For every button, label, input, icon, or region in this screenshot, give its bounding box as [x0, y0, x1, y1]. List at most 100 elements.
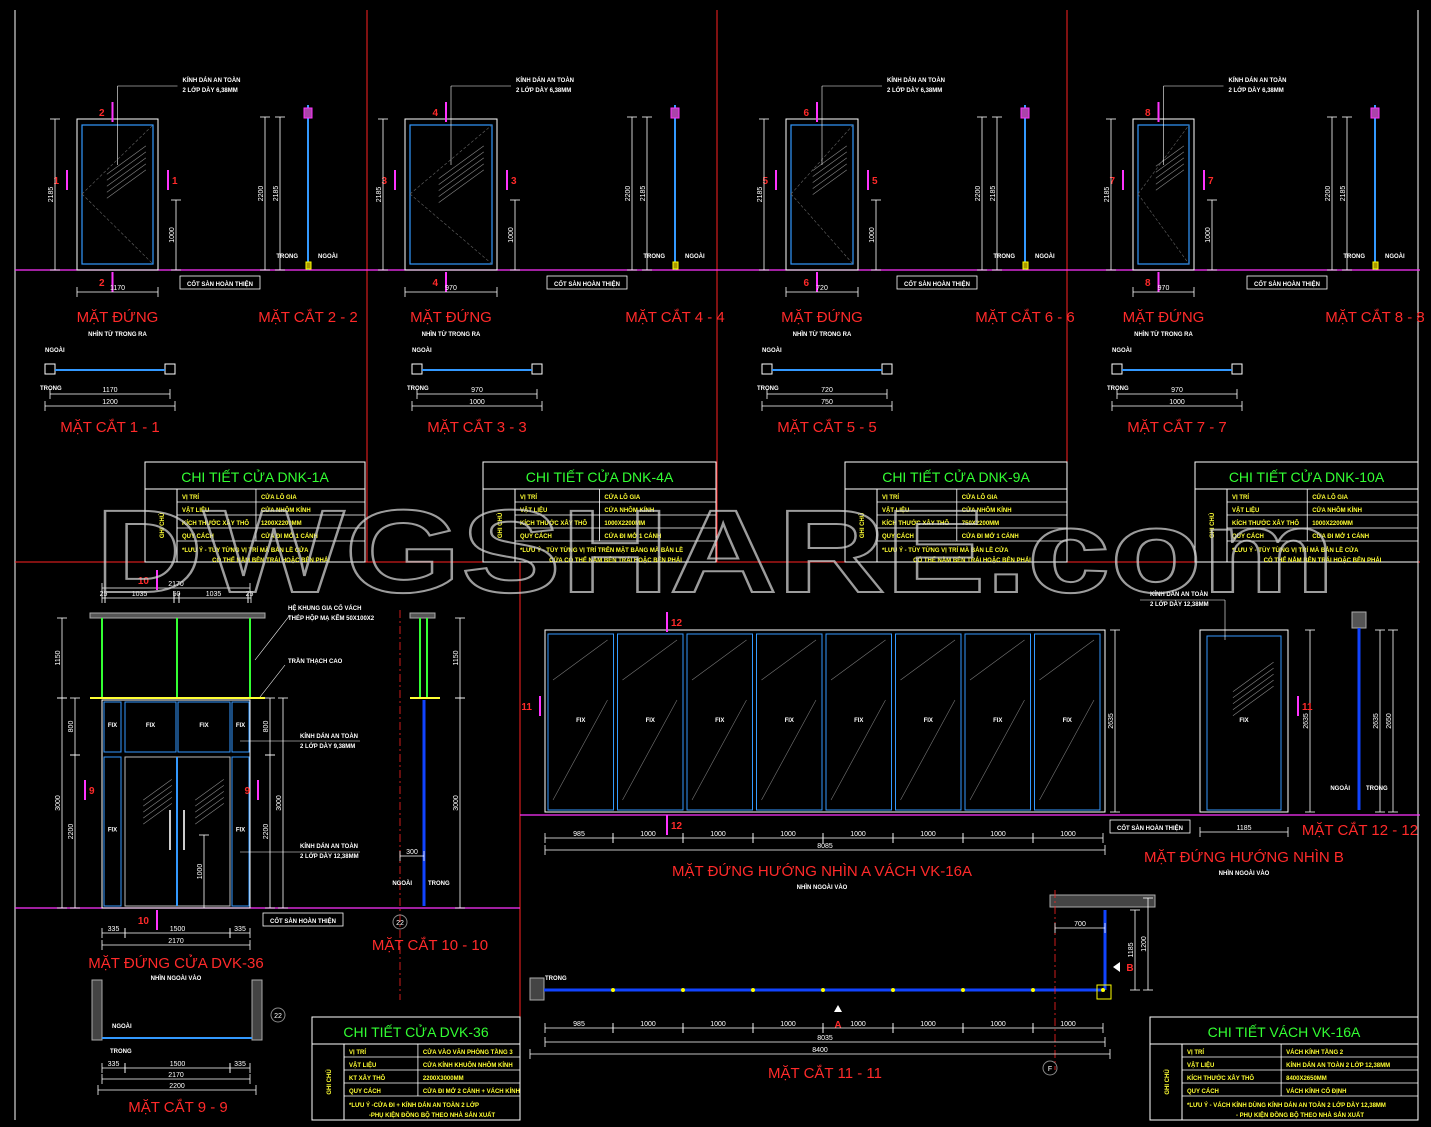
outside-label: NGOÀI: [685, 253, 705, 260]
door-spec-table-title: CHI TIẾT CỬA DNK-10A: [1229, 468, 1385, 485]
hatch-line: [106, 157, 147, 187]
inside-label: TRONG: [1107, 386, 1129, 392]
fix-label: FIX: [785, 718, 794, 724]
hatch-line: [106, 151, 147, 181]
dim-rough: 2200: [625, 186, 632, 202]
grid-bubble: [392, 914, 408, 930]
floor-level-label: CỐT SÀN HOÀN THIỆN: [1254, 280, 1320, 288]
fix-label: FIX: [236, 828, 245, 834]
dim-height: 2185: [757, 187, 764, 203]
section-marker: 1: [172, 176, 178, 187]
dim-plan: 970: [1171, 387, 1183, 394]
floor-level-tag: [1109, 819, 1191, 834]
dim-plan: 335: [234, 1061, 246, 1068]
section-sill: [672, 261, 679, 270]
hatch-line: [1155, 157, 1185, 179]
hatch-line: [106, 145, 147, 175]
hatch-line: [761, 639, 817, 681]
table-row-value: CỬA VÀO VĂN PHÒNG TẦNG 3: [423, 1048, 513, 1056]
table-row-key: KÍCH THƯỚC XÂY THÔ: [182, 519, 249, 527]
table-row-value: CỬA LÔ GIA: [1312, 493, 1348, 501]
dim-rough: 2200: [1325, 186, 1332, 202]
swing-line: [409, 124, 493, 195]
inside-label: TRONG: [110, 1049, 132, 1055]
hatch-line: [812, 151, 847, 177]
dim-return: 700: [1074, 921, 1086, 928]
dim-transom: 800: [263, 721, 270, 733]
glass-note: 2 LỚP DÀY 9,38MM: [300, 742, 355, 750]
view-arrow-a: [834, 1005, 842, 1012]
dim-total: 2185: [273, 186, 280, 202]
slab: [409, 612, 436, 619]
section-marker: 7: [1208, 176, 1214, 187]
table-row-value: CỬA LÔ GIA: [962, 493, 998, 501]
hatch-line: [1155, 145, 1185, 167]
fix-glass: [1034, 633, 1101, 811]
section-title: MẶT CẮT 12 - 12: [1302, 821, 1418, 839]
partition-frame: [544, 629, 1106, 813]
section-marker: 10: [138, 576, 150, 587]
fix-glass: [103, 701, 122, 753]
table-note: - PHỤ KIỆN ĐỒNG BỘ THEO NHÀ SẢN XUẤT: [1236, 1111, 1364, 1119]
frame-note: HỆ KHUNG GIA CỐ VÁCH: [288, 604, 361, 612]
dim-plan-rough: 8400: [812, 1047, 828, 1054]
dim-plan: 1170: [102, 387, 117, 394]
floor-level-label: CỐT SÀN HOÀN THIỆN: [187, 280, 253, 288]
dim-height: 2635: [1108, 713, 1115, 729]
table-row-key: VỊ TRÍ: [1232, 493, 1249, 501]
fix-label: FIX: [108, 828, 117, 834]
hatch-line: [195, 797, 224, 819]
section-marker: 8: [1145, 108, 1151, 119]
hatch-line: [812, 157, 847, 183]
fix-glass: [617, 633, 684, 811]
section-marker: 4: [432, 278, 438, 289]
slab: [1351, 611, 1367, 629]
glass-hatch: [1155, 145, 1185, 191]
table-row-key: VỊ TRÍ: [520, 493, 537, 501]
hatch-line: [969, 699, 1025, 801]
hatch-line: [622, 639, 678, 681]
fix-label: FIX: [646, 718, 655, 724]
elevation-title: MẶT ĐỨNG: [1123, 309, 1205, 326]
plan-title: MẶT CẮT 3 - 3: [427, 418, 526, 436]
door-spec-table-notes-label: GHI CHÚ: [497, 513, 504, 538]
door-spec-table-border: [482, 461, 717, 563]
partition-spec-table-notes-label: GHI CHÚ: [1164, 1069, 1171, 1094]
hatch-line: [143, 785, 172, 807]
table-row-key: KÍCH THƯỚC XÂY THÔ: [882, 519, 949, 527]
floor-level-label: CỐT SÀN HOÀN THIỆN: [270, 917, 336, 925]
table-row-value: CỬA NHÔM KÍNH: [1312, 506, 1362, 514]
hatch-line: [1039, 639, 1095, 681]
dim-total: 2185: [1340, 186, 1347, 202]
section-title: MẶT CẮT 10 - 10: [372, 936, 488, 954]
dim-offset: 300: [406, 849, 418, 856]
view-note: NHÌN NGOÀI VÀO: [1219, 869, 1270, 877]
dim-handle: 1000: [169, 227, 176, 243]
section-marker: 9: [244, 786, 250, 797]
table-row-key: VẬT LIỆU: [882, 506, 909, 514]
grid-label: 22: [396, 920, 404, 927]
dim-plan: 1000: [990, 1021, 1006, 1028]
view-note: NHÌN TỪ TRONG RA: [88, 330, 147, 338]
hatch-line: [438, 157, 484, 191]
table-row-value: 8400X2650MM: [1286, 1076, 1327, 1082]
hatch-line: [691, 639, 747, 681]
plan-title: MẶT CẮT 9 - 9: [128, 1098, 227, 1116]
view-note: NHÌN TỪ TRONG RA: [1134, 330, 1193, 338]
fix-label: FIX: [924, 718, 933, 724]
floor-level-tag: [262, 912, 344, 927]
elevation-title: MẶT ĐỨNG HƯỚNG NHÌN A VÁCH VK-16A: [672, 863, 972, 880]
hatch-line: [830, 639, 886, 681]
glass-note: 2 LỚP DÀY 6,38MM: [1229, 86, 1284, 94]
section-title: MẶT CẮT 2 - 2: [258, 308, 357, 326]
grid-label: F: [1048, 1066, 1052, 1073]
glass-note: KÍNH DÁN AN TOÀN: [516, 76, 574, 84]
fix-label: FIX: [1063, 718, 1072, 724]
section-marker: 3: [511, 176, 517, 187]
dim-plan: 1000: [780, 1021, 796, 1028]
table-row-value: KÍNH DÁN AN TOÀN 2 LỚP 12,38MM: [1286, 1061, 1390, 1069]
outside-label: NGOÀI: [392, 880, 412, 887]
inside-label: TRONG: [1343, 254, 1365, 260]
hatch-line: [830, 699, 886, 801]
